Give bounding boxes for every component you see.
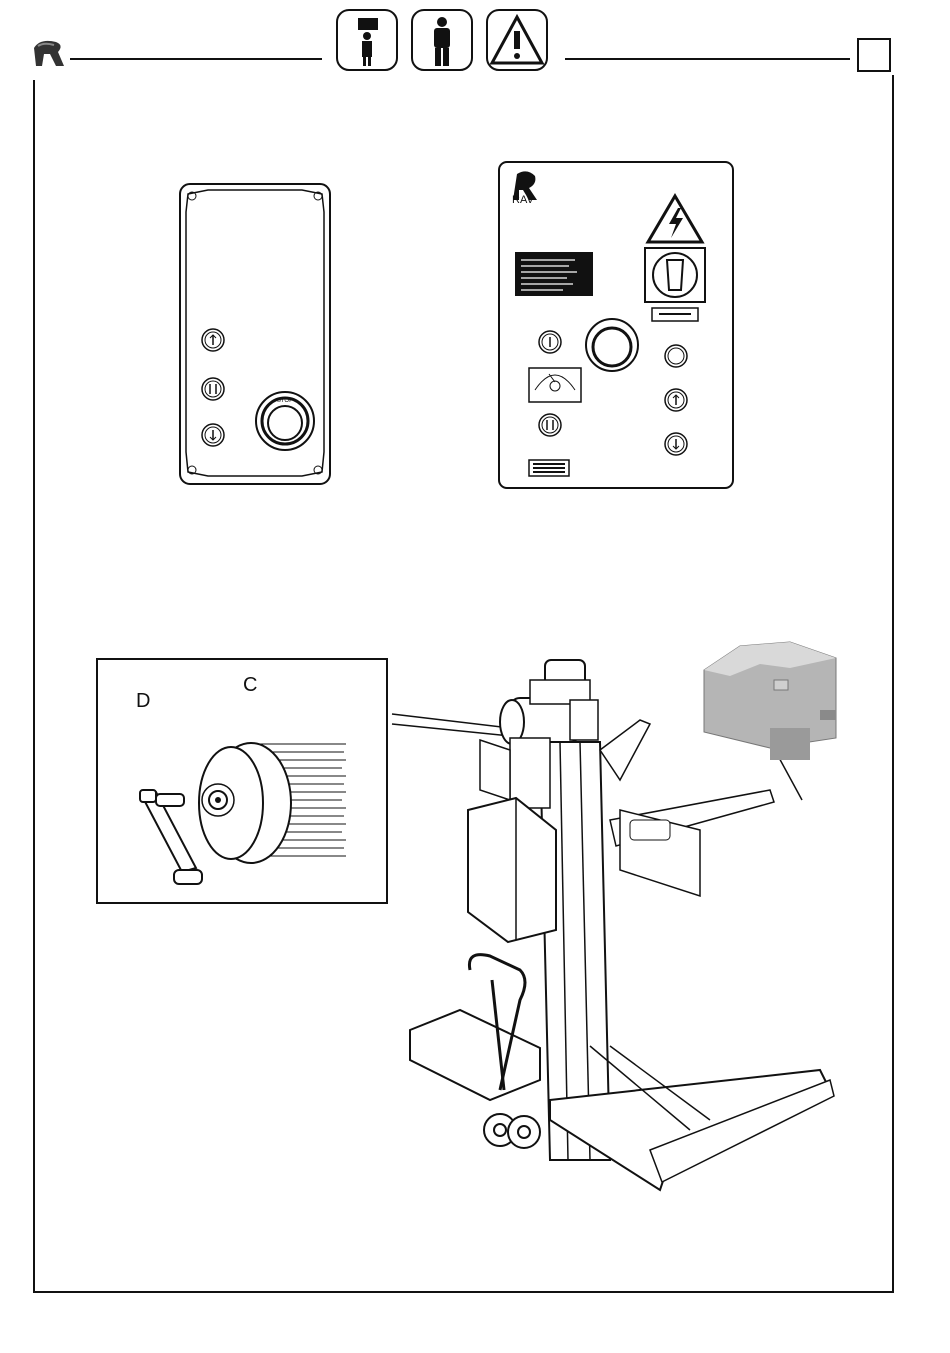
up-down-button[interactable] (200, 376, 226, 402)
right-up-down-button[interactable] (537, 412, 563, 438)
label-c: C (243, 674, 257, 697)
right-up-button[interactable] (537, 329, 563, 355)
column-cover-detail (700, 628, 840, 762)
right-lower-button[interactable] (663, 431, 689, 457)
label-d: D (136, 690, 150, 713)
right-emergency-stop-button[interactable] (584, 317, 640, 373)
operator-icon (411, 9, 473, 71)
warning-icon (486, 9, 548, 71)
operator-lifting-icon (336, 9, 398, 71)
svg-text:STOP: STOP (277, 398, 293, 404)
brand-text: RAV (512, 194, 534, 206)
up-arrow-button[interactable] (200, 327, 226, 353)
right-raise-button[interactable] (663, 387, 689, 413)
down-arrow-button[interactable] (200, 422, 226, 448)
page-number-box (857, 38, 891, 72)
indicator-lamp (663, 343, 689, 369)
brand-logo-icon (30, 36, 70, 72)
emergency-stop-button[interactable]: STOP (252, 390, 318, 452)
